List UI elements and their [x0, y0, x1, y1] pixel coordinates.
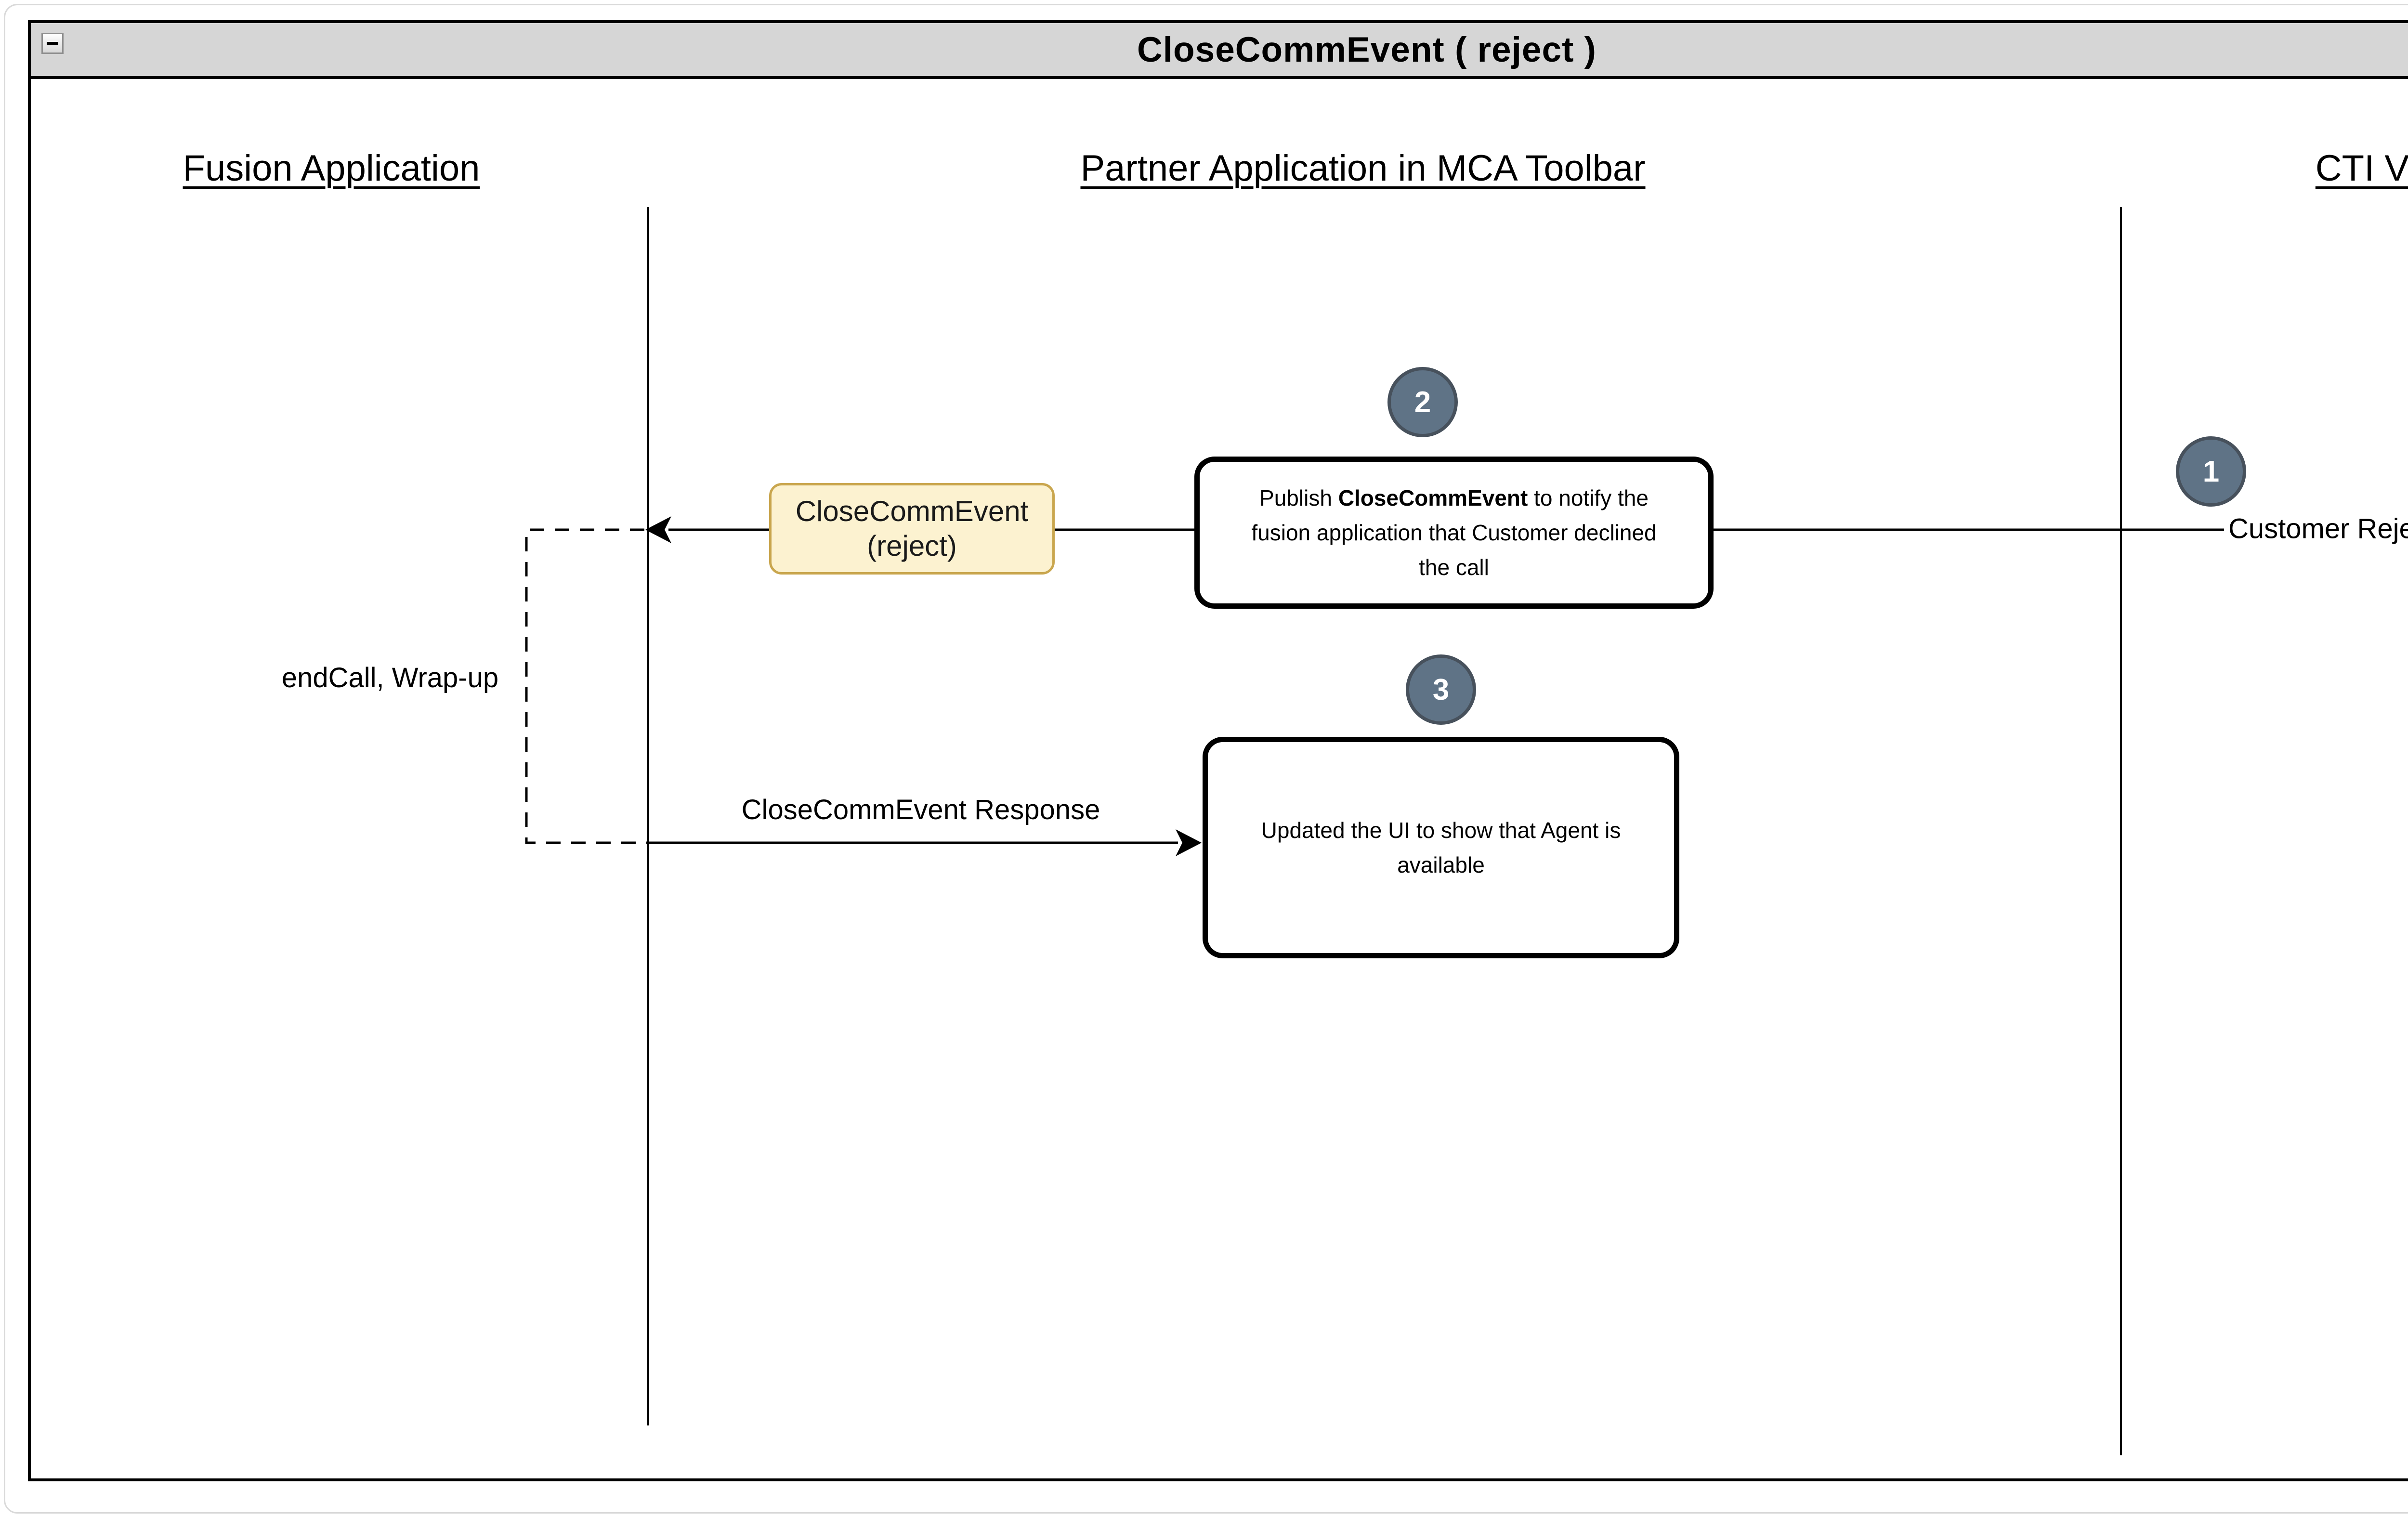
lifeline-header-fusion-application: Fusion Application: [183, 148, 480, 189]
lifeline-header-partner-application: Partner Application in MCA Toolbar: [1080, 148, 1646, 189]
step-number: 1: [2202, 455, 2220, 488]
publish-node-line1: Publish CloseCommEvent to notify the: [1259, 485, 1649, 510]
step-badge-1: 1: [2176, 436, 2246, 507]
minus-icon: [47, 41, 58, 45]
closecommevent-reject-node: CloseCommEvent (reject): [769, 483, 1055, 575]
edge-label-customer-rejects: Customer Rejects the Call: [2228, 513, 2408, 545]
updated-ui-node: Updated the UI to show that Agent is ava…: [1203, 737, 1679, 958]
arrowhead-right: [1176, 829, 1202, 856]
step-badge-2: 2: [1387, 367, 1458, 437]
lifeline-header-cti-vendor: CTI Vendor: [2315, 148, 2408, 189]
collapse-button[interactable]: [41, 33, 64, 54]
edge-label-closecommevent-response: CloseCommEvent Response: [741, 794, 1100, 825]
updated-ui-line1: Updated the UI to show that Agent is: [1261, 818, 1621, 843]
dashed-endcall-wrapup-path: [525, 528, 648, 844]
step-badge-3: 3: [1406, 654, 1476, 725]
step-number: 3: [1432, 673, 1450, 706]
publish-node-line2: fusion application that Customer decline…: [1251, 520, 1657, 545]
publish-node-line3: the call: [1419, 555, 1489, 580]
reject-node-line1: CloseCommEvent: [795, 495, 1029, 527]
edge-label-endcall-wrapup: endCall, Wrap-up: [281, 662, 499, 693]
diagram-title-bar: CloseCommEvent ( reject ): [31, 23, 2408, 79]
diagram-title: CloseCommEvent ( reject ): [1137, 30, 1597, 69]
reject-node-line2: (reject): [867, 530, 957, 562]
step-number: 2: [1414, 385, 1431, 419]
arrowhead-left: [645, 516, 671, 543]
updated-ui-line2: available: [1397, 852, 1485, 877]
publish-closecommevent-node: Publish CloseCommEvent to notify the fus…: [1194, 457, 1714, 609]
